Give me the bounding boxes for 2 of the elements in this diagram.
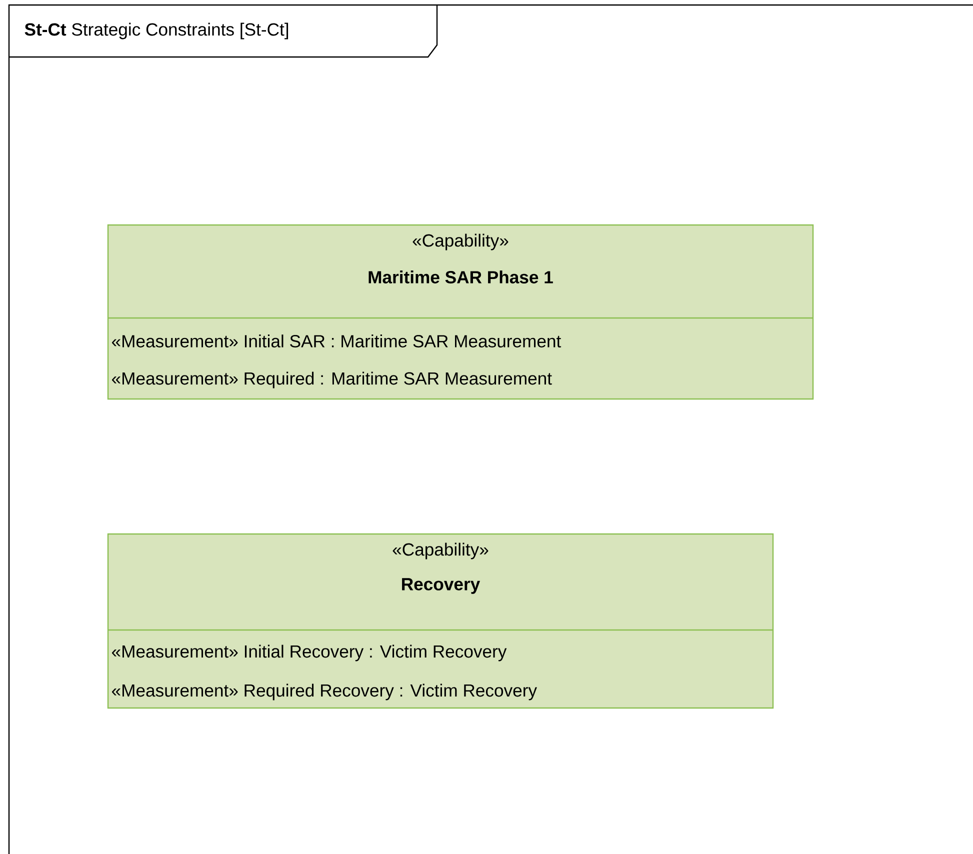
capability-box: «Capability» Maritime SAR Phase 1 «Measurement» Initial SAR : Maritime SAR Measurement «Measurement» Required : Maritime SAR Measurement — [107, 224, 814, 400]
capability-box: «Capability» Recovery «Measurement» Initial Recovery : Victim Recovery «Measurement» Required Recovery : Victim Recovery — [107, 533, 774, 709]
